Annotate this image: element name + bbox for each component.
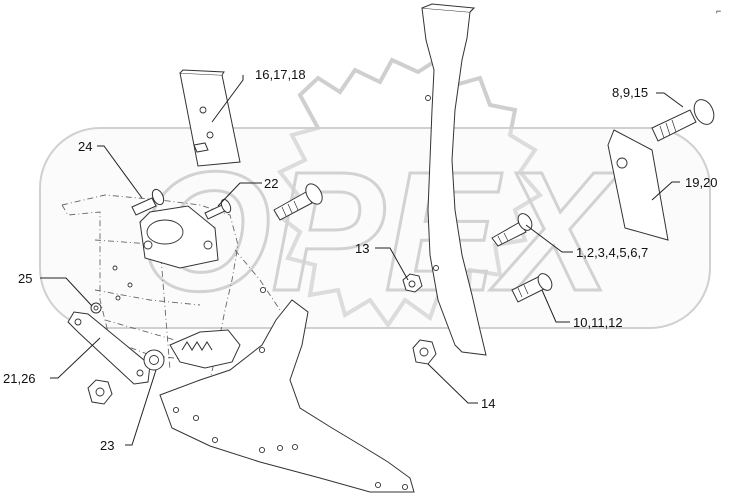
nut-13: [402, 273, 423, 293]
callout-label: 13: [355, 241, 369, 256]
washer-23: [143, 349, 165, 371]
spring: [181, 341, 213, 351]
callout-label: 10,11,12: [573, 315, 623, 330]
callout-label: 19,20: [685, 175, 718, 190]
callout-label: 21,26: [3, 371, 36, 386]
center-bolt: [273, 183, 323, 221]
callout-label: 24: [78, 139, 92, 154]
callout-label: 1,2,3,4,5,6,7: [576, 245, 648, 260]
callout-label: 22: [264, 176, 278, 191]
carriage-bolt-8-9-15: [651, 99, 715, 142]
wear-plate-part: [179, 69, 241, 167]
nut-lower-left: [87, 379, 113, 405]
link-21-26: [67, 311, 151, 385]
leader-lines: [40, 75, 684, 446]
callout-label: 25: [18, 271, 32, 286]
nut-14: [412, 339, 437, 365]
callout-label: 8,9,15: [612, 85, 648, 100]
bolt-22: [204, 198, 232, 220]
watermark-text: OPEX: [139, 137, 620, 327]
corner-mark: ⌐: [716, 6, 721, 16]
watermark-logo: OPEX: [39, 55, 711, 329]
shank-part: [421, 3, 487, 356]
bolt-10-11-12: [511, 273, 553, 303]
callout-label: 23: [100, 438, 114, 453]
clamp-block: [139, 205, 219, 269]
callout-label: 16,17,18: [255, 67, 306, 82]
mounting-plate: [159, 286, 415, 493]
reversible-point-part: [607, 129, 669, 241]
bolt-1-7: [491, 213, 533, 247]
washer-25: [90, 302, 102, 314]
callout-label: 14: [481, 396, 495, 411]
bolt-24: [131, 188, 165, 216]
